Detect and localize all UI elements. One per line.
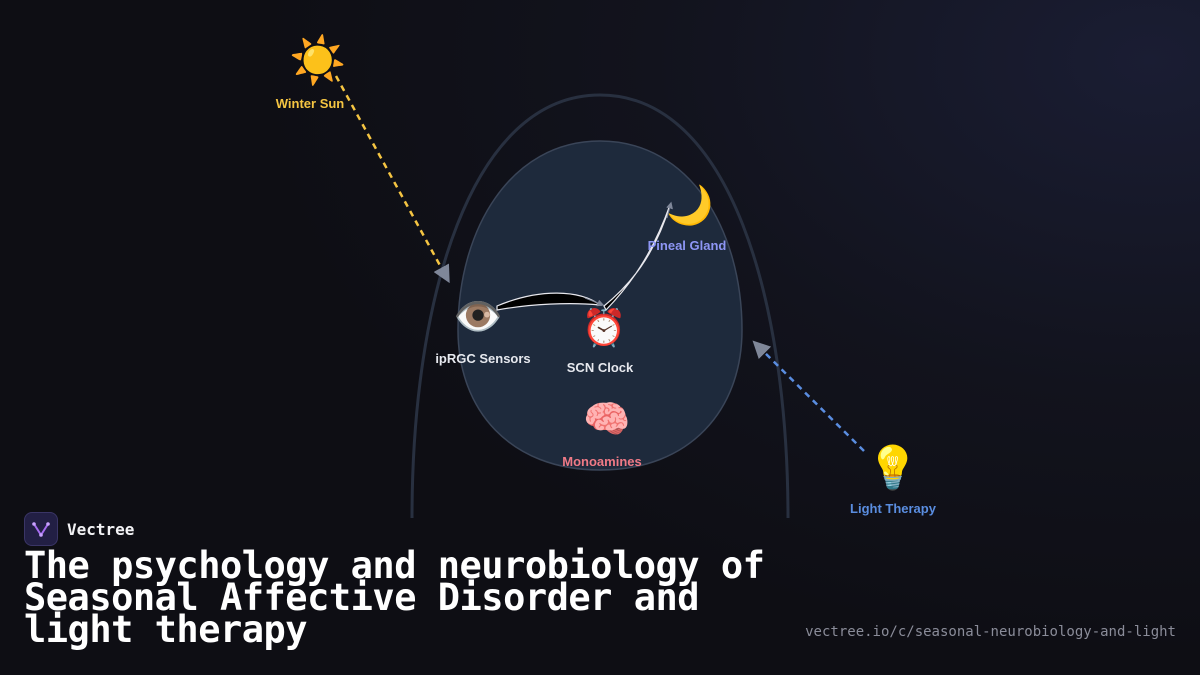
- node-monoamines: 🧠 Monoamines: [562, 397, 641, 469]
- crescent-moon-icon: 🌙: [666, 183, 713, 228]
- light-bulb-icon: 💡: [867, 443, 919, 492]
- node-label-light-therapy: Light Therapy: [850, 501, 937, 516]
- edge-scn-to-pineal-arrow: [666, 201, 673, 219]
- node-scn-clock: ⏰ SCN Clock: [567, 306, 634, 375]
- edge-winter-sun-to-iprgc: [334, 75, 450, 284]
- node-iprgc-sensors: 👁️ ipRGC Sensors: [435, 294, 530, 366]
- node-pineal-gland: 🌙 Pineal Gland: [648, 183, 727, 253]
- page-title: The psychology and neurobiology of Seaso…: [24, 544, 765, 651]
- edge-light-therapy-to-scn: [752, 340, 865, 452]
- node-label-iprgc-sensors: ipRGC Sensors: [435, 351, 530, 366]
- edge-iprgc-to-scn-arrow: [584, 297, 605, 307]
- vectree-logo-icon: [24, 512, 58, 546]
- head-outline: [410, 93, 790, 519]
- node-light-therapy: 💡 Light Therapy: [850, 443, 937, 516]
- node-winter-sun: ☀️ Winter Sun: [276, 32, 347, 111]
- brand: Vectree: [24, 512, 134, 546]
- alarm-clock-icon: ⏰: [582, 306, 627, 349]
- node-label-monoamines: Monoamines: [562, 454, 641, 469]
- node-label-winter-sun: Winter Sun: [276, 96, 345, 111]
- eye-icon: 👁️: [453, 294, 503, 340]
- page-url: vectree.io/c/seasonal-neurobiology-and-l…: [805, 624, 1176, 640]
- sun-icon: ☀️: [289, 32, 346, 88]
- node-label-scn-clock: SCN Clock: [567, 360, 634, 375]
- brand-name: Vectree: [67, 519, 135, 539]
- node-label-pineal-gland: Pineal Gland: [648, 238, 727, 253]
- brain-icon: 🧠: [583, 397, 630, 441]
